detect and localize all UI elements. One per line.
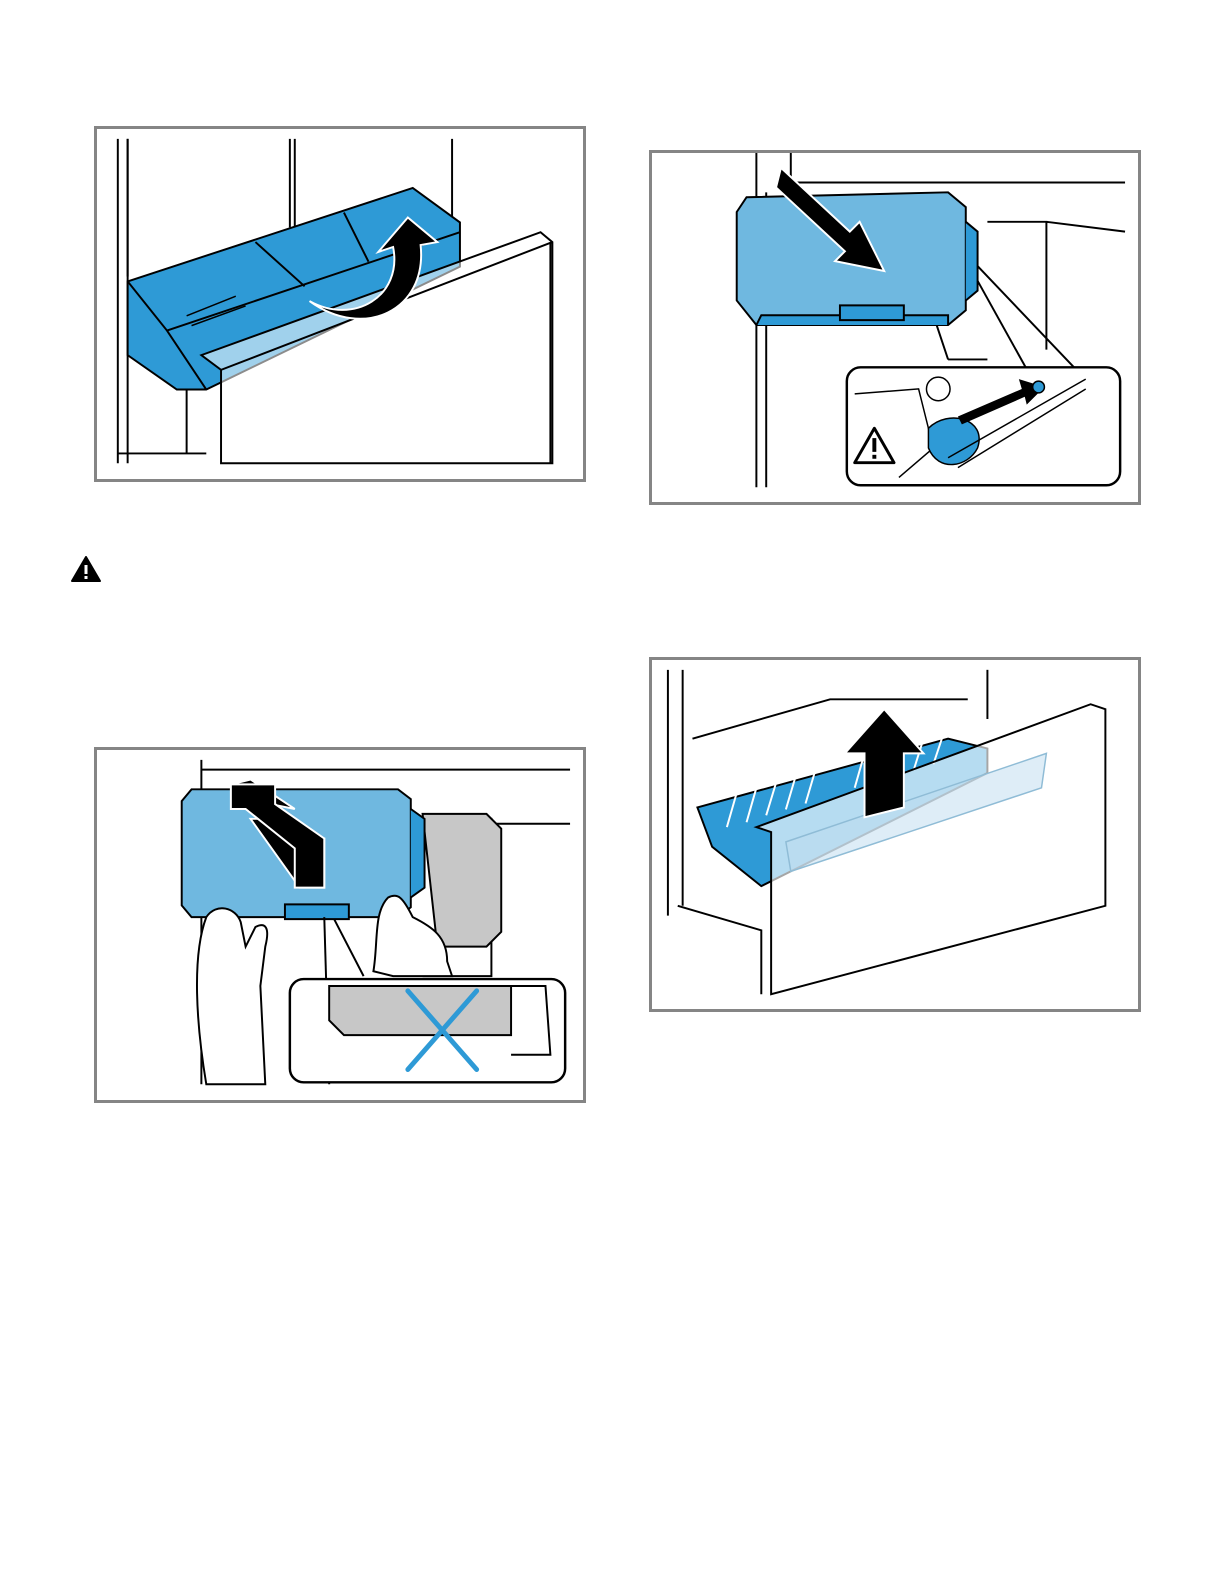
ice-maker-slide-out-illustration [652, 153, 1138, 502]
figure-freezer-drawer-lift [649, 657, 1141, 1012]
warning-triangle-icon [70, 555, 102, 583]
freezer-drawer-lift-illustration [652, 660, 1138, 1009]
figure-ice-maker-remove-by-hand [94, 747, 586, 1103]
figure-ice-bin-lift [94, 126, 586, 482]
ice-bin-lift-illustration [97, 129, 583, 479]
ice-maker-remove-by-hand-illustration [97, 750, 583, 1100]
figure-ice-maker-slide-out [649, 150, 1141, 505]
